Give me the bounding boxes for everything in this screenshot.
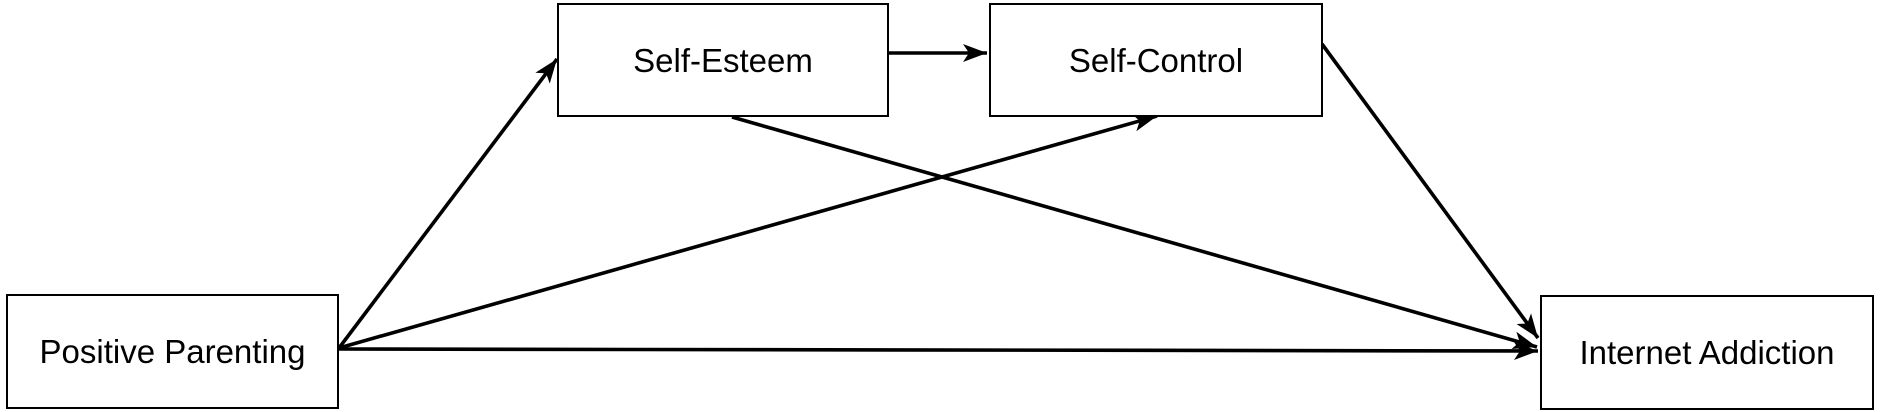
arrow-self-esteem-to-internet-addiction: [731, 115, 1538, 350]
node-self-esteem-label: Self-Esteem: [633, 41, 813, 79]
node-self-control-label: Self-Control: [1068, 41, 1244, 79]
node-positive-parenting: Positive Parenting: [6, 294, 339, 409]
node-positive-parenting-label: Positive Parenting: [39, 333, 306, 370]
node-self-esteem: Self-Esteem: [557, 3, 889, 117]
node-internet-addiction: Internet Addiction: [1540, 295, 1874, 410]
arrow-positive-parenting-to-internet-addiction: [338, 341, 1539, 360]
arrow-positive-parenting-to-self-esteem: [337, 57, 559, 350]
arrow-positive-parenting-to-self-control: [338, 113, 1158, 350]
node-internet-addiction-label: Internet Addiction: [1579, 334, 1835, 371]
arrow-self-control-to-internet-addiction: [1320, 42, 1540, 340]
node-self-control: Self-Control: [989, 3, 1323, 117]
